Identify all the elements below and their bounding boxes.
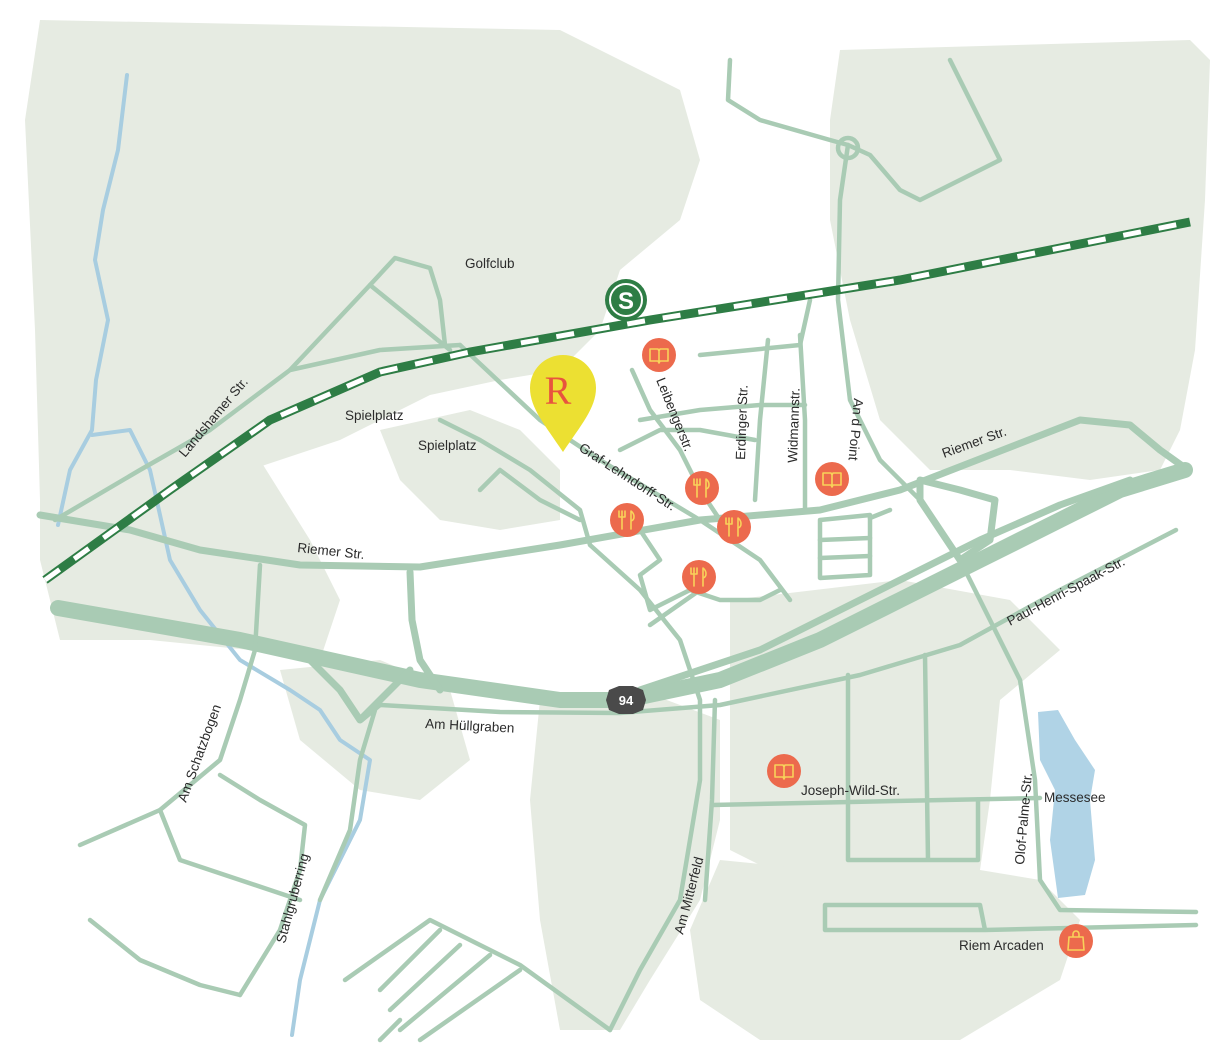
poi-restaurant-2[interactable] [610, 503, 644, 537]
am-schatzbogen-road [77, 562, 263, 848]
label-graf-lehndorff-str: Graf-Lehndorff-Str. [576, 440, 678, 514]
book-icon [649, 348, 669, 364]
junction-east [916, 476, 999, 564]
northwest-loop-road [287, 255, 448, 373]
label-spielplatz-2: Spielplatz [418, 438, 477, 453]
messe-grid [845, 652, 981, 863]
location-marker-pin [530, 355, 596, 452]
label-an-d-point: An d Point [846, 398, 866, 462]
label-stahlgruberring: Stahlgruberring [273, 852, 311, 945]
graf-lehndorff-str-road [457, 342, 793, 603]
crossing-road-1 [637, 402, 808, 423]
landshamer-str-road [52, 342, 463, 523]
green-area-south-center [530, 690, 720, 1030]
motorway-shield-shape [606, 686, 646, 714]
poi-book-2[interactable] [815, 462, 849, 496]
location-marker-letter: R [545, 368, 572, 413]
schatzbogen-loop [217, 772, 308, 998]
poi-restaurant-1[interactable] [685, 471, 719, 505]
shopping-bag-icon [1067, 930, 1085, 951]
southwest-road [87, 917, 243, 998]
poi-restaurant-4[interactable] [682, 560, 716, 594]
north-residential-road [697, 297, 813, 358]
label-joseph-wild-str: Joseph-Wild-Str. [801, 783, 900, 798]
residential-loop [477, 467, 583, 523]
west-motorway-connector [296, 568, 444, 724]
poi-book-3[interactable] [767, 754, 801, 788]
riemer-str-road [36, 416, 1192, 571]
label-spielplatz-1: Spielplatz [345, 408, 404, 423]
motorway-a94 [50, 462, 1193, 708]
fork-knife-icon [618, 510, 635, 530]
green-area-south-east [690, 860, 1080, 1040]
sbahn-line-dash [43, 219, 1191, 583]
poi-book-1[interactable] [642, 338, 676, 372]
south-residential-loop [637, 527, 783, 613]
crossing-road-2 [617, 427, 758, 453]
fork-knife-icon [690, 567, 707, 587]
water [56, 73, 1095, 1037]
fork-knife-icon [693, 478, 710, 498]
erdinger-str-road [752, 337, 771, 503]
west-residential-road [437, 417, 703, 1033]
am-mitterfeld-road [702, 697, 718, 903]
green-area-south-west [280, 660, 470, 800]
green-area-golf [25, 20, 700, 540]
south-grid [342, 917, 613, 1043]
east-residential-box [817, 512, 873, 581]
label-riem-arcaden: Riem Arcaden [959, 938, 1044, 953]
poi-restaurant-3[interactable] [717, 510, 751, 544]
motorway-parallel [636, 476, 1134, 694]
label-erdinger-str: Erdinger Str. [733, 385, 751, 461]
location-marker[interactable]: R [530, 355, 596, 452]
schatzbogen-inner [157, 807, 303, 903]
sbahn-station-letter: S [618, 288, 634, 315]
poi-shopping-riem-arcaden[interactable] [1059, 924, 1093, 958]
label-paul-henri-spaak-str: Paul-Henri-Spaak-Str. [1004, 554, 1127, 629]
river-hachinger-bach [56, 73, 129, 527]
label-widmannstr: Widmannstr. [785, 388, 803, 464]
lake-messesee [1038, 710, 1095, 898]
label-golfclub: Golfclub [465, 256, 515, 271]
sbahn-station[interactable]: S [605, 279, 647, 321]
motorway-shield-number: 94 [619, 693, 634, 708]
label-am-huellgraben: Am Hüllgraben [425, 716, 515, 736]
roundabout [835, 135, 861, 161]
motorway-shield-a94: 94 [606, 686, 646, 714]
label-messesee: Messesee [1044, 790, 1106, 805]
roads [36, 57, 1199, 1043]
book-icon [822, 472, 842, 488]
northwest-spur-road [367, 282, 453, 353]
green-area-west [40, 410, 340, 660]
east-residential-line [817, 507, 893, 561]
poi-markers [610, 338, 1093, 958]
fork-knife-icon [725, 517, 742, 537]
label-am-schatzbogen: Am Schatzbogen [175, 702, 224, 804]
label-riemer-str-west: Riemer Str. [297, 540, 366, 562]
book-icon [774, 764, 794, 780]
sbahn-line [42, 217, 1191, 584]
residential-spur [647, 587, 703, 628]
green-areas [25, 20, 1210, 1040]
label-olof-palme-str: Olof-Palme-Str. [1012, 772, 1035, 865]
green-area-spielplatz [380, 410, 560, 530]
riem-arcaden-road [822, 902, 1199, 933]
paul-henri-spaak-str-road [377, 527, 1179, 716]
widmannstr-road [797, 332, 808, 513]
